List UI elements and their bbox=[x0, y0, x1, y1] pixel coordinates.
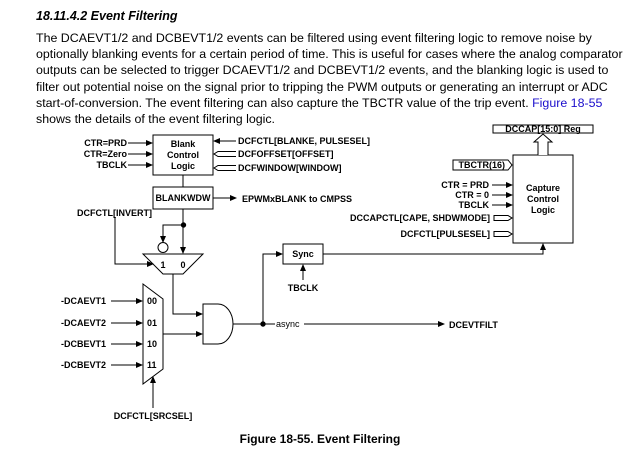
capture-control-logic-box bbox=[512, 154, 574, 244]
source-mux bbox=[142, 283, 164, 385]
capture-line-1: Capture bbox=[526, 183, 560, 193]
tbclk-label: TBCLK bbox=[97, 160, 128, 170]
src-code-10: 10 bbox=[147, 339, 157, 349]
invert-bubble bbox=[157, 242, 169, 253]
blank-line-1: Blank bbox=[171, 139, 197, 149]
paragraph-text: The DCAEVT1/2 and DCBEVT1/2 events can b… bbox=[36, 31, 623, 110]
cap-tbclk-label: TBCLK bbox=[459, 200, 490, 210]
window-bus-arrow bbox=[213, 165, 236, 171]
src-input-3: -DCBEVT1 bbox=[61, 339, 106, 349]
cap-ctr-prd-label: CTR = PRD bbox=[441, 180, 489, 190]
figure-link[interactable]: Figure 18-55 bbox=[532, 95, 603, 110]
src-code-01: 01 bbox=[147, 318, 157, 328]
blank-line-2: Control bbox=[167, 150, 199, 160]
section-heading: 18.11.4.2 Event Filtering bbox=[36, 9, 178, 23]
pulsesel-label: DCFCTL[PULSESEL] bbox=[401, 229, 491, 239]
ctr-zero-label: CTR=Zero bbox=[84, 149, 128, 159]
figure-caption: Figure 18-55. Event Filtering bbox=[239, 432, 401, 446]
src-input-1: -DCAEVT1 bbox=[61, 296, 106, 306]
dcevtfilt-label: DCEVTFILT bbox=[449, 320, 498, 330]
blank-output-label: EPWMxBLANK to CMPSS bbox=[242, 194, 352, 204]
src-input-2: -DCAEVT2 bbox=[61, 318, 106, 328]
blanke-label: DCFCTL[BLANKE, PULSESEL] bbox=[238, 136, 370, 146]
capture-line-3: Logic bbox=[531, 205, 555, 215]
reg-bus-arrow bbox=[532, 133, 554, 155]
offset-label: DCFOFFSET[OFFSET] bbox=[238, 149, 334, 159]
src-input-4: -DCBEVT2 bbox=[61, 360, 106, 370]
sync-clock-label: TBCLK bbox=[288, 283, 319, 293]
cap-ctr-zero-label: CTR = 0 bbox=[455, 190, 489, 200]
window-label: DCFWINDOW[WINDOW] bbox=[238, 163, 341, 173]
tbctr-label: TBCTR(16) bbox=[459, 160, 506, 170]
and-gate bbox=[202, 303, 234, 345]
offset-bus-arrow bbox=[213, 151, 236, 157]
paragraph-text-end: shows the details of the event filtering… bbox=[36, 112, 275, 127]
ctr-prd-label: CTR=PRD bbox=[84, 138, 127, 148]
src-code-00: 00 bbox=[147, 296, 157, 306]
invert-in0-label: 0 bbox=[180, 260, 185, 270]
junction-dot bbox=[180, 222, 187, 228]
invert-in1-label: 1 bbox=[160, 260, 165, 270]
invert-select-label: DCFCTL[INVERT] bbox=[77, 208, 152, 218]
async-label: async bbox=[276, 319, 300, 329]
blankwdw-label: BLANKWDW bbox=[156, 193, 211, 203]
tbctr-bus-arrow bbox=[452, 159, 513, 171]
dccapctl-label: DCCAPCTL[CAPE, SHDWMODE] bbox=[350, 213, 490, 223]
capture-line-2: Control bbox=[527, 194, 559, 204]
invert-select-line bbox=[114, 217, 154, 267]
dccap-reg-label: DCCAP[15:0] Reg bbox=[505, 124, 581, 134]
src-code-11: 11 bbox=[147, 360, 157, 370]
sync-label: Sync bbox=[292, 249, 314, 259]
blank-line-3: Logic bbox=[171, 161, 195, 171]
section-paragraph: The DCAEVT1/2 and DCBEVT1/2 events can b… bbox=[36, 30, 626, 127]
invert-mux bbox=[141, 253, 205, 275]
dccap-reg-box bbox=[492, 124, 594, 134]
srcsel-label: DCFCTL[SRCSEL] bbox=[114, 411, 193, 421]
